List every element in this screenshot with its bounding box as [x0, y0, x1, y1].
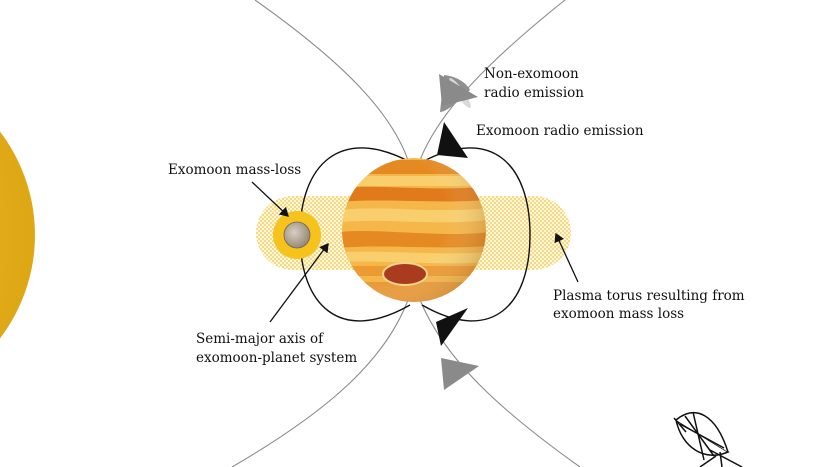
label-non-exomoon-line1: Non-exomoon	[484, 66, 579, 82]
emission-cone-non-exomoon-north-shape	[439, 74, 478, 106]
label-semi-major-line1: Semi-major axis of	[196, 331, 324, 347]
great-red-spot	[382, 262, 428, 286]
host-star	[0, 131, 35, 339]
emission-cone-exomoon-north	[437, 122, 468, 158]
label-plasma-torus-line2: exomoon mass loss	[553, 306, 684, 322]
emission-cone-exomoon-south	[436, 308, 468, 346]
label-non-exomoon-line2: radio emission	[484, 85, 584, 101]
label-exomoon-mass-loss: Exomoon mass-loss	[168, 162, 301, 178]
annotation-arrows	[251, 181, 579, 323]
satellite-dish-icon	[673, 411, 743, 467]
exomoon	[283, 221, 311, 249]
gas-giant-planet	[342, 158, 486, 302]
label-semi-major-line2: exomoon-planet system	[196, 350, 357, 366]
magnetosphere-lines	[231, 0, 581, 467]
label-exomoon-radio-emission: Exomoon radio emission	[476, 123, 644, 139]
emission-cone-non-exomoon-south	[441, 358, 479, 390]
label-plasma-torus-line1: Plasma torus resulting from	[553, 288, 745, 304]
